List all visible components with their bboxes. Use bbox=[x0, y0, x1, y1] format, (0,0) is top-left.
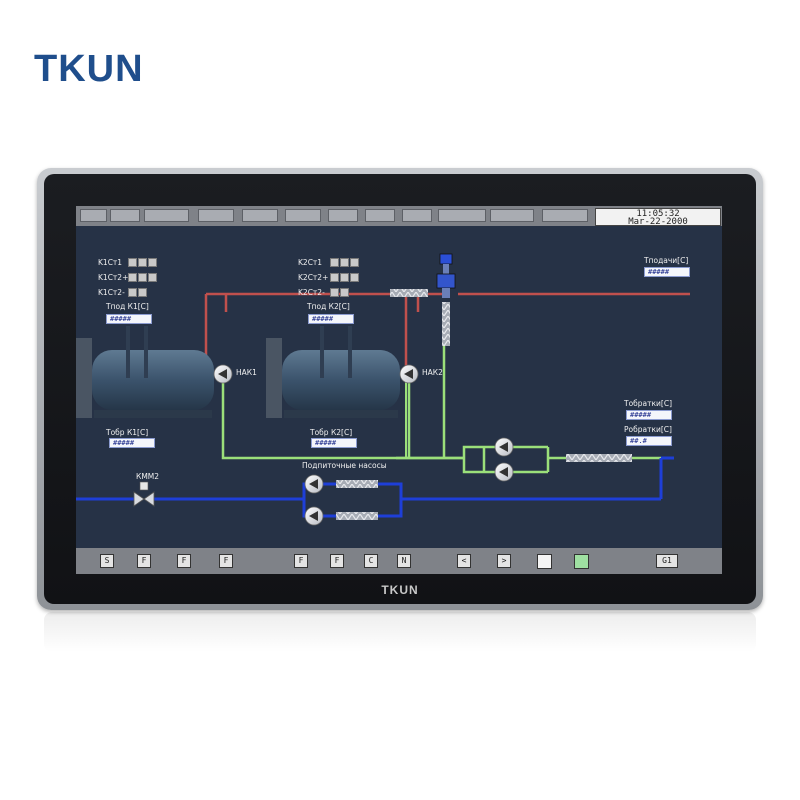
boiler-2 bbox=[266, 326, 400, 418]
status-indicator bbox=[138, 258, 147, 267]
t-network-supply-label: Тподачи[C] bbox=[644, 256, 689, 265]
valve-kmm2 bbox=[133, 481, 155, 507]
button-f4[interactable]: F bbox=[294, 554, 308, 568]
button-s[interactable]: S bbox=[100, 554, 114, 568]
status-indicator bbox=[340, 258, 349, 267]
pump-nak1 bbox=[213, 364, 233, 384]
status-indicator bbox=[128, 288, 137, 297]
t-network-return-field[interactable]: ##### bbox=[626, 410, 672, 420]
network-pump bbox=[494, 437, 514, 457]
status-indicator bbox=[138, 288, 147, 297]
control-valve bbox=[436, 253, 456, 298]
t-supply-k2-label: Тпод К2[C] bbox=[307, 302, 350, 311]
status-indicator bbox=[350, 258, 359, 267]
process-diagram bbox=[76, 253, 690, 526]
button-g1[interactable]: G1 bbox=[656, 554, 678, 568]
status-indicator bbox=[340, 288, 349, 297]
t-supply-k2-field[interactable]: ##### bbox=[308, 314, 354, 324]
status-indicator bbox=[128, 258, 137, 267]
label-k1-st2-plus: K1Ст2+ bbox=[98, 273, 129, 282]
button-prev[interactable]: < bbox=[457, 554, 471, 568]
heat-exchanger bbox=[566, 454, 632, 462]
t-network-return-label: Тобратки[C] bbox=[624, 399, 673, 408]
bottom-toolbar: S F F F F F C N < > G1 bbox=[76, 548, 722, 574]
button-green[interactable] bbox=[574, 554, 589, 569]
toolbar-button[interactable] bbox=[80, 209, 107, 222]
toolbar-button[interactable] bbox=[242, 209, 278, 222]
clock-date: Mar-22-2000 bbox=[628, 217, 688, 227]
status-indicator bbox=[138, 273, 147, 282]
label-k2-st2-plus: K2Ст2+ bbox=[298, 273, 329, 282]
clock-time: 11:05:32 bbox=[636, 209, 680, 219]
heat-exchanger bbox=[336, 480, 378, 488]
t-return-k2-field[interactable]: ##### bbox=[311, 438, 357, 448]
label-k2-st2-minus: K2Ст2- bbox=[298, 288, 325, 297]
button-blank[interactable] bbox=[537, 554, 552, 569]
cold-pipes bbox=[76, 456, 674, 518]
hmi-screen: 11:05:32 Mar-22-2000 bbox=[76, 206, 722, 574]
status-indicator bbox=[330, 258, 339, 267]
heat-exchanger bbox=[442, 302, 450, 346]
clock-display: 11:05:32 Mar-22-2000 bbox=[595, 208, 721, 227]
status-indicator bbox=[330, 288, 339, 297]
button-f1[interactable]: F bbox=[137, 554, 151, 568]
button-f2[interactable]: F bbox=[177, 554, 191, 568]
toolbar-button[interactable] bbox=[365, 209, 395, 222]
button-next[interactable]: > bbox=[497, 554, 511, 568]
button-n[interactable]: N bbox=[397, 554, 411, 568]
toolbar-button[interactable] bbox=[402, 209, 432, 222]
boiler-1 bbox=[76, 326, 214, 418]
toolbar-button[interactable] bbox=[110, 209, 140, 222]
top-toolbar: 11:05:32 Mar-22-2000 bbox=[76, 206, 722, 227]
network-pump bbox=[494, 462, 514, 482]
label-k2-st1: K2Ст1 bbox=[298, 258, 323, 267]
t-return-k2-label: Тобр К2[C] bbox=[310, 428, 353, 437]
brand-logo: TKUN bbox=[34, 48, 144, 90]
status-indicator bbox=[340, 273, 349, 282]
label-k1-st2-minus: K1Ст2- bbox=[98, 288, 125, 297]
heat-exchanger bbox=[336, 512, 378, 520]
t-return-k1-label: Тобр К1[C] bbox=[106, 428, 149, 437]
toolbar-button[interactable] bbox=[328, 209, 358, 222]
t-supply-k1-label: Тпод К1[C] bbox=[106, 302, 149, 311]
bezel-reflection bbox=[44, 612, 756, 652]
label-k1-st1: K1Ст1 bbox=[98, 258, 123, 267]
t-return-k1-field[interactable]: ##### bbox=[109, 438, 155, 448]
button-f3[interactable]: F bbox=[219, 554, 233, 568]
status-indicator bbox=[148, 258, 157, 267]
toolbar-button[interactable] bbox=[285, 209, 321, 222]
toolbar-button[interactable] bbox=[438, 209, 486, 222]
heat-exchanger bbox=[390, 289, 428, 297]
status-indicator bbox=[330, 273, 339, 282]
toolbar-button[interactable] bbox=[542, 209, 588, 222]
toolbar-button[interactable] bbox=[198, 209, 234, 222]
makeup-pump bbox=[304, 474, 324, 494]
status-indicator bbox=[128, 273, 137, 282]
makeup-pumps-title: Подпиточные насосы bbox=[302, 461, 387, 470]
status-indicator bbox=[350, 273, 359, 282]
toolbar-button[interactable] bbox=[490, 209, 534, 222]
status-indicator bbox=[148, 273, 157, 282]
toolbar-button[interactable] bbox=[144, 209, 189, 222]
p-network-return-field[interactable]: ##.# bbox=[626, 436, 672, 446]
valve-kmm2-label: КММ2 bbox=[136, 472, 160, 481]
pump-nak2-label: НАК2 bbox=[422, 368, 443, 377]
pump-nak2 bbox=[399, 364, 419, 384]
p-network-return-label: Робратки[C] bbox=[624, 425, 672, 434]
makeup-pump bbox=[304, 506, 324, 526]
pump-nak1-label: НАК1 bbox=[236, 368, 257, 377]
t-supply-k1-field[interactable]: ##### bbox=[106, 314, 152, 324]
button-f5[interactable]: F bbox=[330, 554, 344, 568]
t-network-supply-field[interactable]: ##### bbox=[644, 267, 690, 277]
bezel-logo: TKUN bbox=[381, 583, 419, 597]
button-c[interactable]: C bbox=[364, 554, 378, 568]
